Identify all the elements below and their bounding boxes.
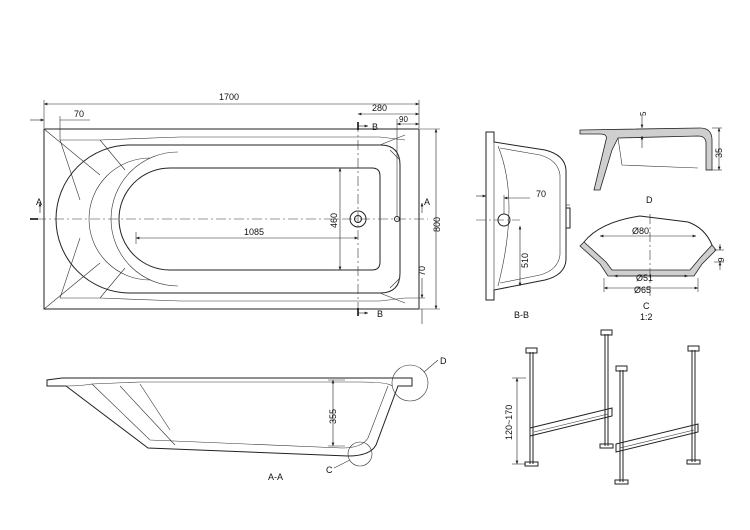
aa-outer-profile xyxy=(46,377,413,457)
dim-rim-right: 280 xyxy=(372,103,387,113)
bowl-outer xyxy=(55,144,401,294)
detail-c-d51: Ø51 xyxy=(636,273,653,283)
dim-length: 1700 xyxy=(219,92,239,102)
aa-depth: 355 xyxy=(328,409,338,424)
detail-c-scale: 1:2 xyxy=(640,312,653,322)
legs-assembly: 120~170 xyxy=(504,329,701,485)
bb-title: B-B xyxy=(514,310,529,320)
aa-detail-c-circle xyxy=(347,441,373,467)
detail-c-title: C xyxy=(643,301,650,311)
detail-c-view: Ø80 Ø51 Ø65 9 C 1:2 xyxy=(579,214,726,322)
aa-d-label: D xyxy=(440,356,447,366)
detail-c-outline xyxy=(583,215,713,246)
detail-c-h9: 9 xyxy=(717,257,726,262)
dim-inner-width: 460 xyxy=(329,213,339,228)
dim-rim-small: 90 xyxy=(399,115,408,124)
aa-detail-d-circle xyxy=(391,364,429,402)
detail-d-hatch xyxy=(579,127,713,191)
detail-d-title: D xyxy=(646,195,653,205)
section-b-top-label: B xyxy=(372,122,378,132)
section-b-bottom-label: B xyxy=(377,309,383,319)
dim-inner-length: 1085 xyxy=(244,227,264,237)
section-aa-view: 355 C D A-A xyxy=(46,356,447,482)
section-a-right-label: A xyxy=(424,197,430,207)
dim-width: 800 xyxy=(432,217,442,232)
section-bb-view: 70 510 B-B xyxy=(476,131,571,320)
bowl-inner xyxy=(118,167,381,271)
detail-d-view: 5 35 D xyxy=(579,111,724,205)
top-view: B B A A 1700 70 280 90 800 460 xyxy=(30,92,442,324)
aa-title: A-A xyxy=(268,472,283,482)
detail-c-d80: Ø80 xyxy=(632,226,649,236)
detail-c-hatch xyxy=(579,241,717,277)
bb-profile xyxy=(485,131,567,301)
bb-drain-height: 510 xyxy=(520,253,530,268)
section-a-left-label: A xyxy=(36,197,42,207)
aa-c-label: C xyxy=(326,465,333,475)
detail-d-rim-height: 35 xyxy=(714,148,724,158)
leg-height: 120~170 xyxy=(504,405,514,440)
detail-c-d65: Ø65 xyxy=(634,285,651,295)
bb-drain-offset: 70 xyxy=(536,189,546,199)
detail-d-thickness: 5 xyxy=(639,111,648,116)
dim-rim-left: 70 xyxy=(74,109,84,119)
dim-rim-bottom: 70 xyxy=(417,266,427,276)
